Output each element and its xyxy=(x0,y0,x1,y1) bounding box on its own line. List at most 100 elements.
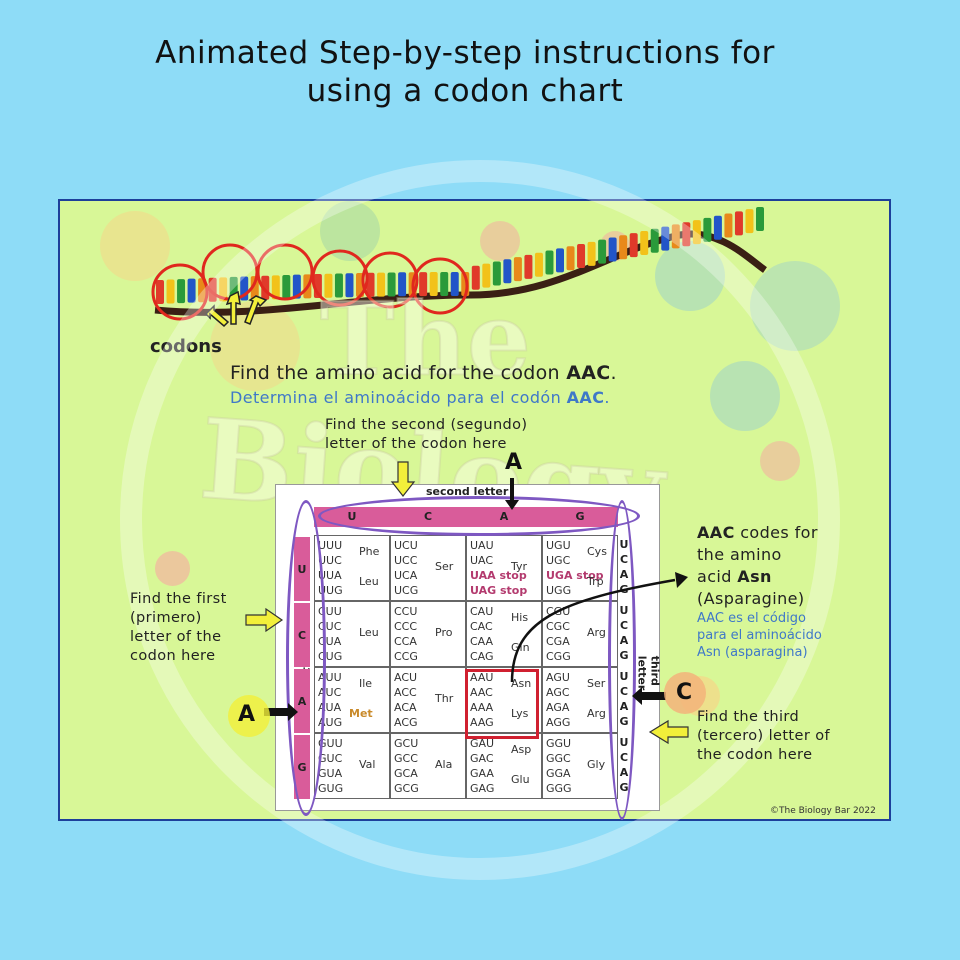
amino-acid-label: Lys xyxy=(511,707,529,720)
codon-text: AGG xyxy=(546,716,571,729)
codon-text: GCU xyxy=(394,737,419,750)
codon-text: GGU xyxy=(546,737,572,750)
codon-text: AGA xyxy=(546,701,570,714)
nucleotide-base xyxy=(198,278,207,303)
nucleotide-base xyxy=(534,252,543,277)
amino-acid-label: His xyxy=(511,611,529,624)
nucleotide-base xyxy=(598,239,607,264)
codon-text: CAA xyxy=(470,635,494,648)
bubble xyxy=(710,361,780,431)
highlighted-cell-aac xyxy=(465,669,539,739)
nucleotide-base xyxy=(513,257,522,282)
second-letter-oval xyxy=(318,496,640,536)
codon-text: UGA stop xyxy=(546,569,604,582)
nucleotide-base xyxy=(608,237,617,262)
codon-circle xyxy=(151,263,209,321)
codon-text: CCU xyxy=(394,605,418,618)
nucleotide-base xyxy=(640,230,649,255)
codon-text: AAG xyxy=(470,716,494,729)
amino-acid-label: Arg xyxy=(587,626,606,639)
nucleotide-base xyxy=(703,217,712,242)
codon-text: UGG xyxy=(546,584,572,597)
codon-text: AGC xyxy=(546,686,570,699)
codon-text: CCC xyxy=(394,620,418,633)
nucleotide-base xyxy=(282,275,291,300)
codon-text: CAG xyxy=(470,650,494,663)
amino-acid-label: Ile xyxy=(359,677,373,690)
codon-text: CGG xyxy=(546,650,571,663)
letter-a-bubble xyxy=(228,695,270,737)
nucleotide-base xyxy=(556,248,564,273)
codon-text: ACA xyxy=(394,701,417,714)
codon-text: GUG xyxy=(318,782,344,795)
nucleotide-base xyxy=(619,235,628,260)
amino-acid-label: Ser xyxy=(587,677,606,690)
result-note: AAC codes for the amino acid Asn (Aspara… xyxy=(697,523,818,608)
codon-text: GUC xyxy=(318,752,343,765)
letter-c-right-arrow xyxy=(632,687,666,705)
nucleotide-base xyxy=(440,272,449,297)
nucleotide-base xyxy=(724,213,733,238)
bubble xyxy=(750,261,840,351)
codon-text: GCC xyxy=(394,752,418,765)
codon-text: AGU xyxy=(546,671,570,684)
bubble xyxy=(155,551,190,586)
codon-text: UCU xyxy=(394,539,418,552)
first-letter-note: Find the first (primero) letter of the c… xyxy=(130,591,227,664)
amino-acid-label: Trp xyxy=(587,575,604,588)
bubble xyxy=(655,241,725,311)
amino-acid-label: Thr xyxy=(435,692,454,705)
bubble xyxy=(480,221,520,261)
title-line-1: Animated Step-by-step instructions for xyxy=(155,35,775,71)
amino-acid-label: Met xyxy=(349,707,373,720)
title-line-2: using a codon chart xyxy=(306,73,624,109)
codon-text: GUA xyxy=(318,767,343,780)
codon-text: GGC xyxy=(546,752,571,765)
result-arrow xyxy=(510,578,676,683)
second-letter-label: second letter xyxy=(426,485,509,498)
nucleotide-base xyxy=(387,272,396,297)
second-letter-note: Find the second (segundo) letter of the … xyxy=(325,417,528,452)
codon-text: CCG xyxy=(394,650,418,663)
codon-circle xyxy=(411,257,469,315)
amino-acid-label: Asn xyxy=(511,677,532,690)
nucleotide-base xyxy=(166,279,175,304)
bubble xyxy=(100,211,170,281)
codon-text: CGC xyxy=(546,620,570,633)
nucleotide-base xyxy=(503,259,512,284)
codon-text: UAA stop xyxy=(470,569,527,582)
codon-text: UGC xyxy=(546,554,571,567)
nucleotide-base xyxy=(250,276,259,301)
second-note-arrow xyxy=(390,461,416,497)
amino-acid-label: Tyr xyxy=(511,560,528,573)
codon-text: UAC xyxy=(470,554,494,567)
amino-acid-label: Val xyxy=(359,758,376,771)
nucleotide-base xyxy=(156,280,164,304)
nucleotide-base xyxy=(629,233,638,258)
codon-text: UCC xyxy=(394,554,418,567)
amino-acid-label: Glu xyxy=(511,773,530,786)
codon-text: GGA xyxy=(546,767,571,780)
codon-circle xyxy=(361,251,419,309)
nucleotide-base xyxy=(756,207,764,231)
codon-text: GAU xyxy=(470,737,495,750)
codon-text: GGG xyxy=(546,782,572,795)
codon-circle xyxy=(256,243,314,301)
nucleotide-base xyxy=(292,274,301,299)
codon-text: ACG xyxy=(394,716,418,729)
codons-label: codons xyxy=(150,336,222,357)
codon-text: UGU xyxy=(546,539,571,552)
nucleotide-base xyxy=(377,272,386,297)
codon-text: GCG xyxy=(394,782,419,795)
codon-text: AAA xyxy=(470,701,494,714)
first-letter-a: A xyxy=(238,702,256,727)
codon-text: CGA xyxy=(546,635,570,648)
nucleotide-base xyxy=(334,273,343,298)
